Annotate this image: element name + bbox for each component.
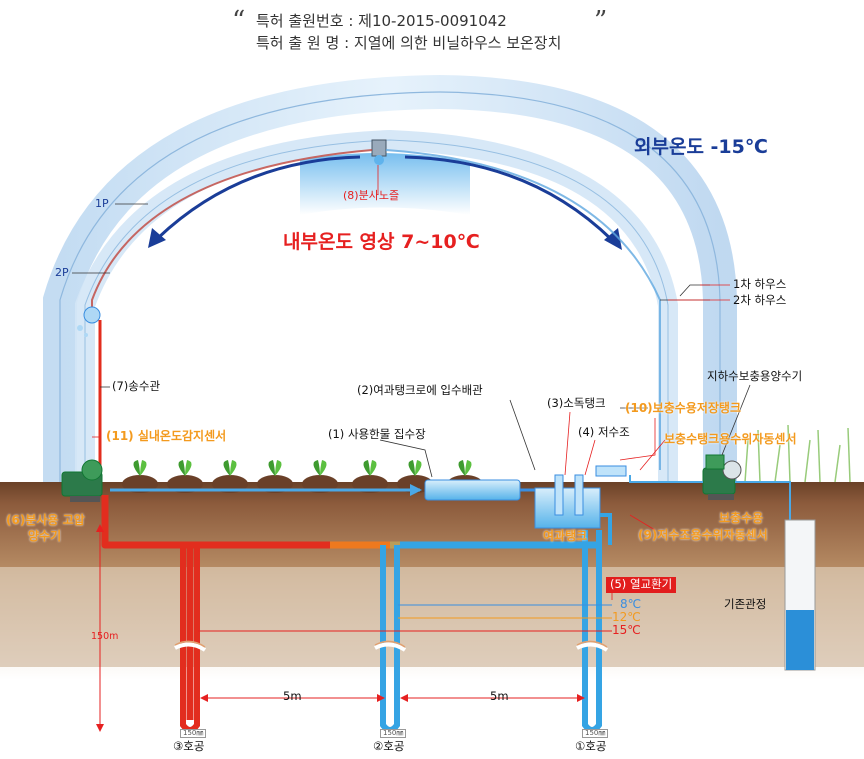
house1-label: 1차 하우스	[733, 277, 787, 291]
temp-8: 8℃	[620, 597, 642, 611]
disinfect-tank	[554, 474, 564, 516]
close-quote: ”	[594, 6, 608, 36]
inner-arch-edge	[84, 139, 669, 482]
pipe-size-2: 150㎜	[380, 729, 407, 738]
filter-tank	[534, 487, 601, 529]
return-pipe-arch	[385, 149, 661, 470]
supply-pipe-arch	[91, 149, 373, 312]
patent-title: 특허 출 원 명 : 지열에 의한 비닐하우스 보온장치	[256, 34, 562, 52]
arrow-left-head	[148, 228, 166, 248]
spacing-b: 5m	[490, 689, 509, 703]
groundwater-pump-icon	[702, 454, 742, 500]
soil-lower	[0, 567, 864, 667]
existing-well-label: 기존관정	[724, 597, 767, 611]
spray-pump-label-2: 양수기	[28, 529, 62, 543]
arrow-right-arc	[404, 155, 614, 242]
outside-temp: 외부온도 -15℃	[634, 136, 768, 158]
filter-tank-label: 여과탱크	[543, 529, 588, 543]
well2-label: ②호공	[373, 739, 405, 753]
spray-mist	[300, 152, 470, 215]
refill-level-sensor-label: 보충수탱크용수위자동센서	[664, 432, 797, 446]
well3-label: ③호공	[173, 739, 205, 753]
water-collector	[424, 479, 521, 501]
refill-tank	[595, 465, 627, 477]
open-quote: “	[232, 6, 246, 36]
hot-pipe-well3	[101, 495, 194, 720]
well1-label: ①호공	[575, 739, 607, 753]
temp-15: 15℃	[612, 623, 641, 637]
supply-pipe-label: (7)송수관	[112, 379, 161, 393]
existing-well-water	[786, 610, 814, 670]
collect-flow-arrow	[410, 484, 422, 496]
reservoir-tank	[574, 474, 584, 516]
spray-pump-icon	[61, 459, 103, 502]
depth-label: 150m	[91, 631, 119, 642]
pipe-size-1: 150㎜	[582, 729, 609, 738]
temp-12: 12℃	[612, 610, 641, 624]
patent-number: 특허 출원번호 : 제10-2015-0091042	[256, 12, 507, 30]
refill-tank-label: (10)보충수용저장탱크	[625, 401, 741, 415]
pipe-size-3: 150㎜	[180, 729, 207, 738]
house2-label: 2차 하우스	[733, 293, 787, 307]
spacing-a: 5m	[283, 689, 302, 703]
nozzle-label: (8)분사노즐	[343, 189, 400, 202]
left-spray-icon	[77, 306, 101, 337]
label-1p: 1P	[95, 197, 109, 210]
filter-inlet-label: (2)여과탱크로에 입수배관	[357, 383, 483, 397]
outer-arch-edge	[59, 91, 721, 482]
label-2p: 2P	[55, 266, 69, 279]
heat-exchanger-label: (5) 열교환기	[606, 577, 677, 593]
spray-nozzle-icon	[371, 139, 387, 165]
temp-sensor-label: (11) 실내온도감지센서	[106, 429, 227, 443]
inside-temp: 내부온도 영상 7~10℃	[283, 231, 480, 253]
water-collector-label: (1) 사용한물 집수장	[328, 427, 426, 441]
refill-label: 보충수용	[719, 511, 764, 525]
reservoir-sensor-label: (9)저수조용수위자동센서	[638, 528, 768, 542]
groundwater-pump-label: 지하수보충용양수기	[707, 369, 803, 383]
grass-right	[744, 424, 851, 483]
arrow-right-head	[604, 228, 622, 250]
disinfect-tank-label: (3)소독탱크	[547, 396, 606, 410]
spray-pump-label-1: (6)분사용 고압	[6, 513, 85, 527]
arrow-left-arc	[156, 155, 361, 240]
reservoir-label: (4) 저수조	[578, 425, 630, 439]
